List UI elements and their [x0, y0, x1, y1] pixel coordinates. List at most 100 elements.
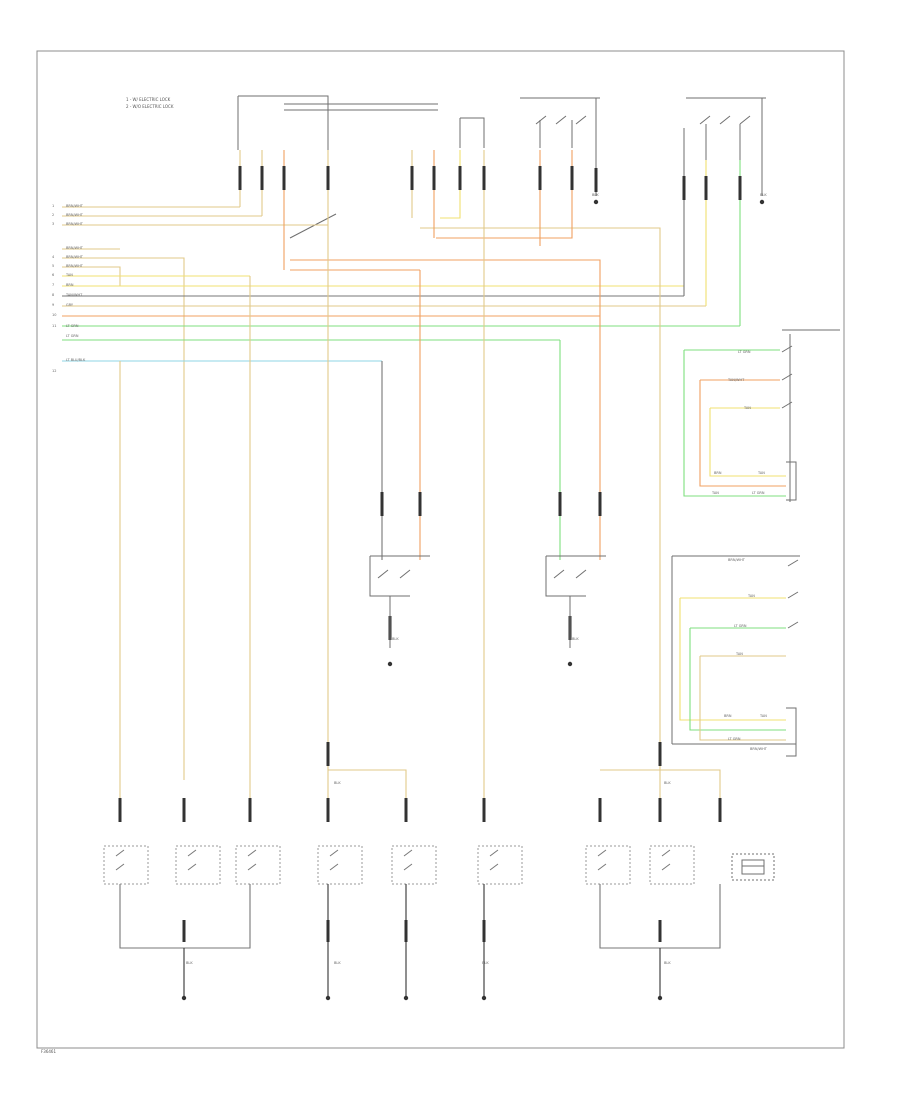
connector-pin [432, 166, 436, 190]
bus-wire [420, 227, 661, 780]
right-switch-block-lower [671, 555, 800, 757]
component-contact [489, 849, 499, 871]
bus-wire [440, 150, 461, 219]
top-switch-contacts [535, 115, 763, 160]
component-contact [597, 849, 607, 871]
component-box [585, 845, 631, 885]
ground-tag: BLK [334, 961, 341, 965]
pin-number: 10 [52, 313, 56, 317]
connector-pin [594, 168, 598, 192]
switch-tag: TAN [759, 714, 767, 718]
vertical-wire [709, 407, 786, 477]
wire-tag: BRN/WHT [66, 213, 84, 217]
bus-wire [436, 150, 573, 239]
connector-pin [658, 798, 662, 822]
bus-wire [290, 259, 601, 560]
figure-code: F36461 [41, 1049, 56, 1054]
connector-pin [482, 166, 486, 190]
pin-number: 4 [52, 255, 55, 259]
connector-pin [282, 166, 286, 190]
legend-line-2: 2 - W/O ELECTRIC LOCK [126, 104, 174, 109]
bus-wire [62, 257, 185, 780]
wire-tag: LT BLU/BLK [66, 358, 86, 362]
diagram-frame [36, 50, 845, 1049]
ground-symbol [181, 995, 187, 1001]
switch-tag: TAN [747, 594, 755, 598]
connector-pins [118, 166, 742, 822]
ground-symbol [403, 995, 409, 1001]
ground-tag: BLK [664, 961, 671, 965]
connector-pin [458, 166, 462, 190]
right-switch-block-upper [781, 329, 840, 502]
connector-pin [598, 492, 602, 516]
switch-tag: LT GRN [738, 350, 751, 354]
vertical-wire [328, 769, 407, 800]
ground-tag: BLK [186, 961, 193, 965]
component-contact [247, 849, 257, 871]
ground-tag: BLK [334, 781, 341, 785]
ground-symbol [481, 995, 487, 1001]
vertical-wire [689, 627, 786, 731]
connector-pin [404, 920, 408, 942]
wire-tag: BRN/WHT [66, 255, 84, 259]
switch-tag: BRN/WHT [750, 747, 768, 751]
connector-pin [326, 742, 330, 766]
vertical-wire [683, 349, 786, 497]
wire-tag: GRY [66, 303, 74, 307]
connector-pin [326, 166, 330, 190]
switch-tag: BRN [714, 471, 722, 475]
switch-tag: TAN [735, 652, 743, 656]
center-switch-left [369, 555, 430, 648]
ground-tag: BLK [482, 961, 489, 965]
component-contact [403, 849, 413, 871]
wire-tag: BRN/WHT [66, 246, 84, 250]
bus-wire [62, 266, 121, 286]
ground-symbol [759, 199, 765, 205]
connector-pin [238, 166, 242, 190]
switch-tag: TAN [757, 471, 765, 475]
connector-pin [482, 798, 486, 822]
connector-pin [182, 920, 186, 942]
ground-tag: BLK [572, 637, 579, 641]
pin-number: 5 [52, 264, 54, 268]
connector-pin [482, 920, 486, 942]
component-box [235, 845, 281, 885]
ground-tag: BLK [664, 781, 671, 785]
wire-tag: BRN/WHT [66, 204, 84, 208]
connector-pin [380, 492, 384, 516]
connector-pin [404, 798, 408, 822]
connector-pin [738, 176, 742, 200]
pin-number: 1 [52, 204, 54, 208]
pin-number: 12 [52, 369, 56, 373]
component-box [103, 845, 149, 885]
wire-tag: LT GRN [66, 334, 79, 338]
connector-pin [182, 798, 186, 822]
switch-tags: LT GRN TAN/WHT TAN BRN TAN LT GRN TAN BR… [711, 350, 768, 751]
wire-tag: BRN/WHT [66, 264, 84, 268]
ground-tag: BLK [392, 637, 399, 641]
component-contact [661, 849, 671, 871]
top-connectors [237, 95, 766, 239]
connector-pin [538, 166, 542, 190]
vertical-wire [699, 655, 786, 741]
wire-tag: LT GRN [66, 324, 79, 328]
connector-pin [704, 176, 708, 200]
vertical-wire [600, 769, 721, 800]
ground-points [181, 199, 765, 1001]
component-box [391, 845, 437, 885]
connector-pin [718, 798, 722, 822]
pin-number: 9 [52, 303, 54, 307]
connector-pin [598, 798, 602, 822]
component-box [649, 845, 695, 885]
legend-line-1: 1 - W/ ELECTRIC LOCK [126, 97, 171, 102]
component-contact [329, 849, 339, 871]
component-contact [187, 849, 197, 871]
connector-pin [558, 492, 562, 516]
component-contact [115, 849, 125, 871]
ground-symbol [387, 661, 393, 667]
switch-tag: LT GRN [752, 491, 765, 495]
center-switch-right [545, 555, 606, 648]
bottom-components [103, 845, 721, 998]
switch-tag: TAN [711, 491, 719, 495]
vertical-wire [699, 379, 786, 487]
